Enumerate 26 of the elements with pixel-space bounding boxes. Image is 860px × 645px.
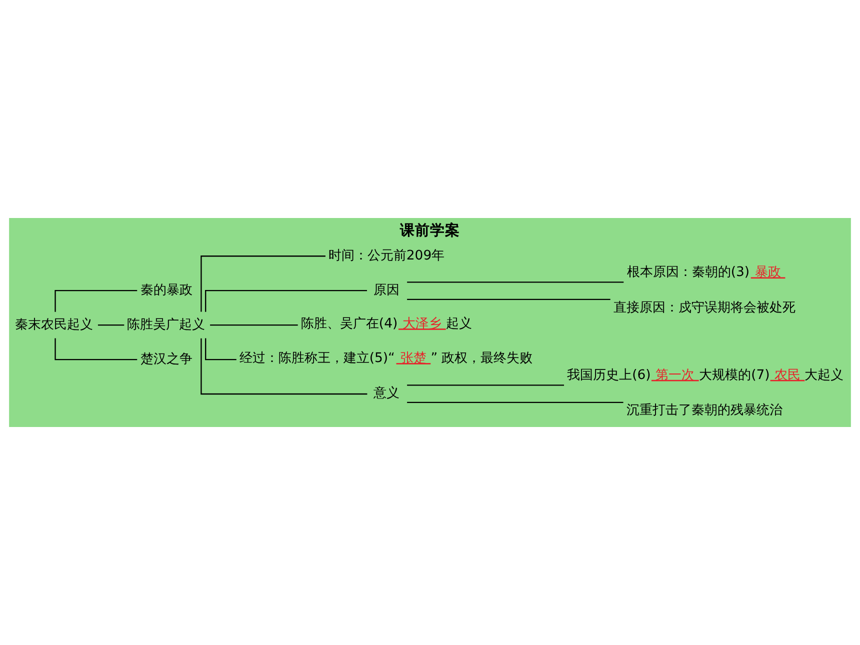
node-text: 楚汉之争 bbox=[140, 352, 192, 367]
connector bbox=[205, 290, 367, 312]
connector bbox=[210, 324, 298, 326]
node-text: 经过：陈胜称王，建立(5)“ 张楚 ” 政权，最终失败 bbox=[239, 351, 533, 366]
connector bbox=[205, 338, 236, 360]
connector bbox=[200, 256, 326, 312]
node-text: 我国历史上(6) 第一次 大规模的(7) 农民 大起义 bbox=[567, 368, 844, 383]
connector bbox=[54, 338, 138, 360]
node-text: 直接原因：戍守误期将会被处死 bbox=[613, 300, 796, 316]
node-text: 秦末农民起义 bbox=[14, 317, 93, 332]
node-text: 陈胜、吴广在(4) 大泽乡 起义 bbox=[300, 316, 472, 332]
connector bbox=[54, 290, 138, 312]
node-text: 时间：公元前209年 bbox=[328, 248, 445, 264]
connector bbox=[407, 298, 610, 300]
connector bbox=[407, 282, 624, 283]
connector bbox=[407, 384, 564, 386]
node-text: 陈胜吴广起义 bbox=[127, 317, 206, 332]
node-text: 沉重打击了秦朝的残暴统治 bbox=[626, 403, 783, 418]
node-text: 根本原因：秦朝的(3) 暴政 bbox=[626, 265, 782, 280]
node-text: 秦的暴政 bbox=[140, 282, 192, 298]
connector bbox=[407, 402, 624, 404]
diagram-title: 课前学案 bbox=[400, 222, 460, 239]
node-text: 意义 bbox=[374, 386, 400, 402]
connector bbox=[200, 338, 368, 395]
node-text: 原因 bbox=[374, 282, 400, 298]
connector bbox=[98, 324, 124, 326]
